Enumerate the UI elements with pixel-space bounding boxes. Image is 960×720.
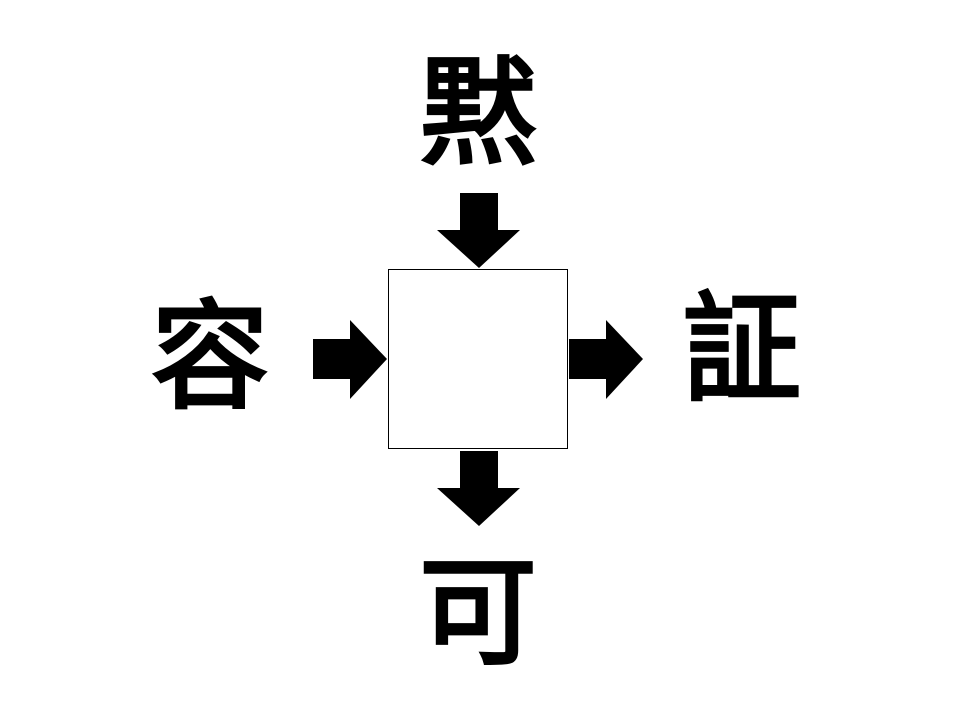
- arrow-right-icon: [569, 320, 643, 399]
- right-character: 証: [682, 280, 801, 418]
- arrow-down-icon: [437, 193, 520, 268]
- arrow-down-icon: [437, 451, 520, 526]
- arrow-right-icon: [313, 320, 387, 399]
- bottom-character: 可: [418, 544, 537, 682]
- left-character: 容: [150, 288, 269, 426]
- top-character: 黙: [418, 44, 537, 182]
- answer-box: [388, 269, 568, 449]
